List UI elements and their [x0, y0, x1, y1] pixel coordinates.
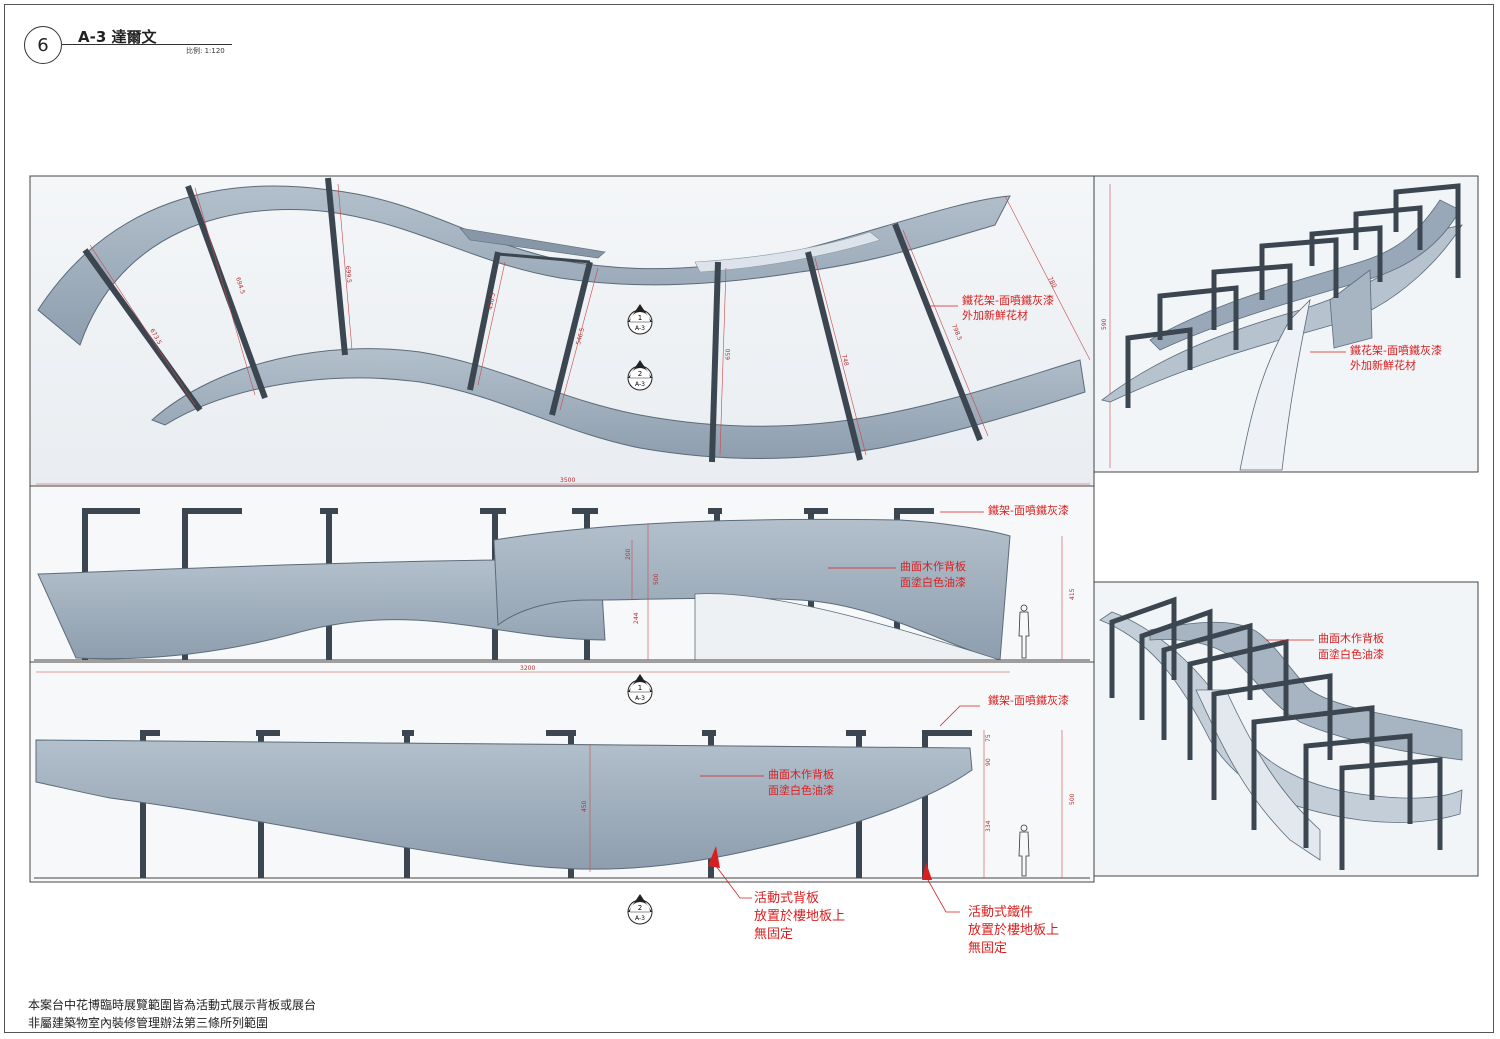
persp1-curved-wall [1239, 298, 1311, 471]
elev2-dim-h2: 75 [985, 734, 992, 742]
plan-note-line2: 外加新鮮花材 [962, 308, 1028, 322]
sheet-title: A-3 達爾文 [78, 28, 157, 46]
sheet-frame [4, 4, 1494, 1033]
movable-board-note-line1: 活動式背板 [754, 891, 819, 906]
elev2-note-panel-line1: 曲面木作背板 [768, 767, 834, 781]
movable-board-note-line2: 放置於樓地板上 [754, 908, 845, 924]
sheet-number: 6 [24, 26, 62, 64]
elev1-note-panel-line1: 曲面木作背板 [900, 559, 966, 573]
elev1-panel-opening [694, 593, 1001, 661]
movable-iron-note-line2: 放置於樓地板上 [968, 922, 1059, 938]
section-marker-1-sheet: A-3 [635, 325, 645, 332]
plan-dim-6: 650 [725, 348, 732, 360]
plan-dim-4: 430.5 [487, 292, 497, 310]
persp1-note-line2: 外加新鮮花材 [1350, 358, 1416, 372]
elev2-dim-h1: 450 [581, 800, 588, 812]
movable-iron-note-line3: 無固定 [968, 941, 1007, 956]
elevation-2: 450 75 90 334 500 鐵架-面噴鐵灰漆 曲面木作背板 面塗白色油漆 [34, 693, 1090, 913]
perspective-1: 鐵花架-面噴鐵灰漆 外加新鮮花材 [1101, 183, 1463, 471]
movable-board-marker [708, 846, 720, 868]
elev1-dim-h1: 200 [625, 548, 632, 560]
plan-dim-5: 546.5 [575, 327, 586, 346]
section-marker-3-num: 1 [638, 684, 642, 692]
elev2-human-figure [1018, 824, 1030, 877]
section-marker-2-sheet: A-3 [635, 381, 645, 388]
elev2-dim-h5: 500 [1069, 793, 1076, 805]
elev1-human-figure [1018, 604, 1030, 659]
elev2-note-frame-leader [939, 705, 980, 727]
section-marker-3-sheet: A-3 [635, 695, 645, 702]
perspective-2: 曲面木作背板 面塗白色油漆 [1099, 596, 1463, 870]
plan-side-dim: 590 [1101, 318, 1108, 330]
elev1-dim-h3: 244 [633, 612, 640, 624]
movable-iron-leader [927, 879, 960, 913]
section-marker-3: 1 A-3 [627, 674, 653, 705]
plan-dim-7: 748 [840, 354, 850, 367]
elev2-panel [35, 739, 973, 870]
elev1-dim-top: 3500 [560, 477, 575, 484]
plan-wall-fin [459, 227, 606, 259]
section-marker-4-sheet: A-3 [635, 915, 645, 922]
plan-wall-upper [37, 185, 1011, 346]
movable-board-note-line3: 無固定 [754, 927, 793, 942]
footnote-line-1: 本案台中花博臨時展覽範圍皆為活動式展示背板或展台 [28, 998, 317, 1012]
section-marker-4: 2 A-3 [627, 894, 653, 925]
plan-beam-cap [497, 252, 591, 264]
section-marker-1: 1 A-3 [627, 304, 653, 335]
persp1-note-line1: 鐵花架-面噴鐵灰漆 [1350, 343, 1442, 357]
elev1-dim-bottom: 3200 [520, 665, 535, 672]
persp2-front-wall [1195, 689, 1321, 861]
plan-dim-3: 699.5 [344, 266, 352, 284]
persp2-note-line1: 曲面木作背板 [1318, 631, 1384, 645]
elev1-left-panel [37, 559, 606, 660]
elev2-note-frame: 鐵架-面噴鐵灰漆 [988, 693, 1069, 707]
elev1-note-frame: 鐵架-面噴鐵灰漆 [988, 503, 1069, 517]
section-marker-2: 2 A-3 [627, 360, 653, 391]
persp1-back-wall [1329, 269, 1373, 349]
plan-dim-9: 780 [1046, 276, 1058, 290]
elev2-dim-h4: 334 [985, 820, 992, 832]
elev1-note-panel-line2: 面塗白色油漆 [900, 575, 966, 589]
movable-iron-marker [922, 862, 932, 880]
section-marker-1-num: 1 [638, 314, 642, 322]
plan-dim-lines [89, 183, 1091, 456]
plan-wall-light [694, 231, 881, 273]
section-marker-4-num: 2 [638, 904, 642, 912]
elev1-dim-h4: 415 [1069, 588, 1076, 600]
elev2-dim-h3: 90 [985, 758, 992, 766]
plan-note-line1: 鐵花架-面噴鐵灰漆 [962, 293, 1054, 307]
persp2-frame-gates [1109, 596, 1443, 870]
title-underline [62, 44, 232, 45]
sheet-scale: 比例: 1:120 [186, 47, 225, 55]
footnote-line-2: 非屬建築物室內裝修管理辦法第三條所列範圍 [28, 1016, 269, 1030]
plan-view: 673.5 694.5 699.5 430.5 546.5 650 748 79… [37, 177, 1111, 468]
persp2-note-line2: 面塗白色油漆 [1318, 647, 1384, 661]
movable-iron-note-line1: 活動式鐵件 [968, 904, 1033, 920]
elevation-1: 3500 3200 200 500 244 415 鐵架-面噴鐵灰漆 [34, 477, 1090, 673]
movable-board-leader [715, 865, 752, 899]
elev2-note-panel-line2: 面塗白色油漆 [768, 783, 834, 797]
elev1-right-panel [493, 518, 1011, 661]
elev1-dim-h2: 500 [653, 573, 660, 585]
section-marker-2-num: 2 [638, 370, 642, 378]
persp1-frame-gates [1125, 183, 1461, 408]
